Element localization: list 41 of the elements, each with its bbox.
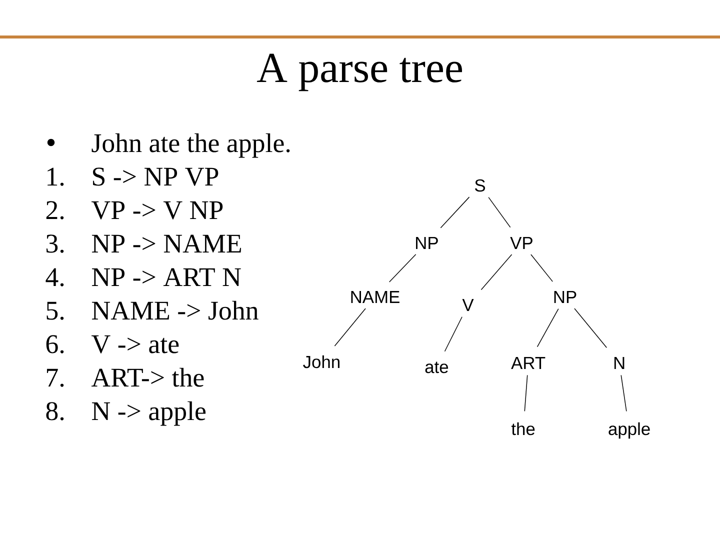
rule-text: V -> ate xyxy=(92,335,179,354)
branch-line xyxy=(620,374,627,412)
branch-line xyxy=(480,254,512,290)
node-label: apple xyxy=(608,422,650,439)
branch-line xyxy=(574,308,608,348)
branch-line xyxy=(524,374,528,412)
node-label: John xyxy=(303,355,340,368)
node-label: VP xyxy=(510,237,532,249)
branch-line xyxy=(488,196,511,228)
branch-line xyxy=(334,308,366,346)
node-label: NAME xyxy=(351,291,400,303)
list-number: 3. xyxy=(46,234,64,253)
branch-line xyxy=(444,316,462,352)
branch-line xyxy=(536,308,559,348)
list-number: 1. xyxy=(48,168,64,186)
node-label: ART xyxy=(511,357,546,369)
list-number: 2. xyxy=(46,201,64,220)
list-number: 7. xyxy=(47,368,64,387)
list-number: 6. xyxy=(46,335,64,354)
node-label: NP xyxy=(554,291,576,303)
rule-text: NAME -> John xyxy=(92,300,258,320)
list-number: 5. xyxy=(46,302,64,320)
branch-line xyxy=(388,254,416,282)
rule-text: NP -> NAME xyxy=(92,234,241,252)
rule-text: N -> apple xyxy=(92,401,206,426)
list-number: 8. xyxy=(46,402,64,420)
title: A parse tree xyxy=(256,54,462,92)
rule-text: NP -> ART N xyxy=(92,268,241,286)
node-label: S xyxy=(474,179,486,192)
sentence-text: John ate the apple. xyxy=(92,133,290,158)
node-label: N xyxy=(614,357,624,369)
branch-line xyxy=(530,254,553,282)
rule-text: VP -> V NP xyxy=(92,201,223,220)
node-label: NP xyxy=(416,237,438,249)
rule-text: S -> NP VP xyxy=(93,168,218,186)
rule-text: ART-> the xyxy=(91,368,204,387)
node-label: the xyxy=(511,422,535,436)
branch-line xyxy=(440,196,470,228)
node-label: ate xyxy=(425,362,448,374)
list-number: 4. xyxy=(46,268,64,286)
node-label: V xyxy=(462,299,474,311)
